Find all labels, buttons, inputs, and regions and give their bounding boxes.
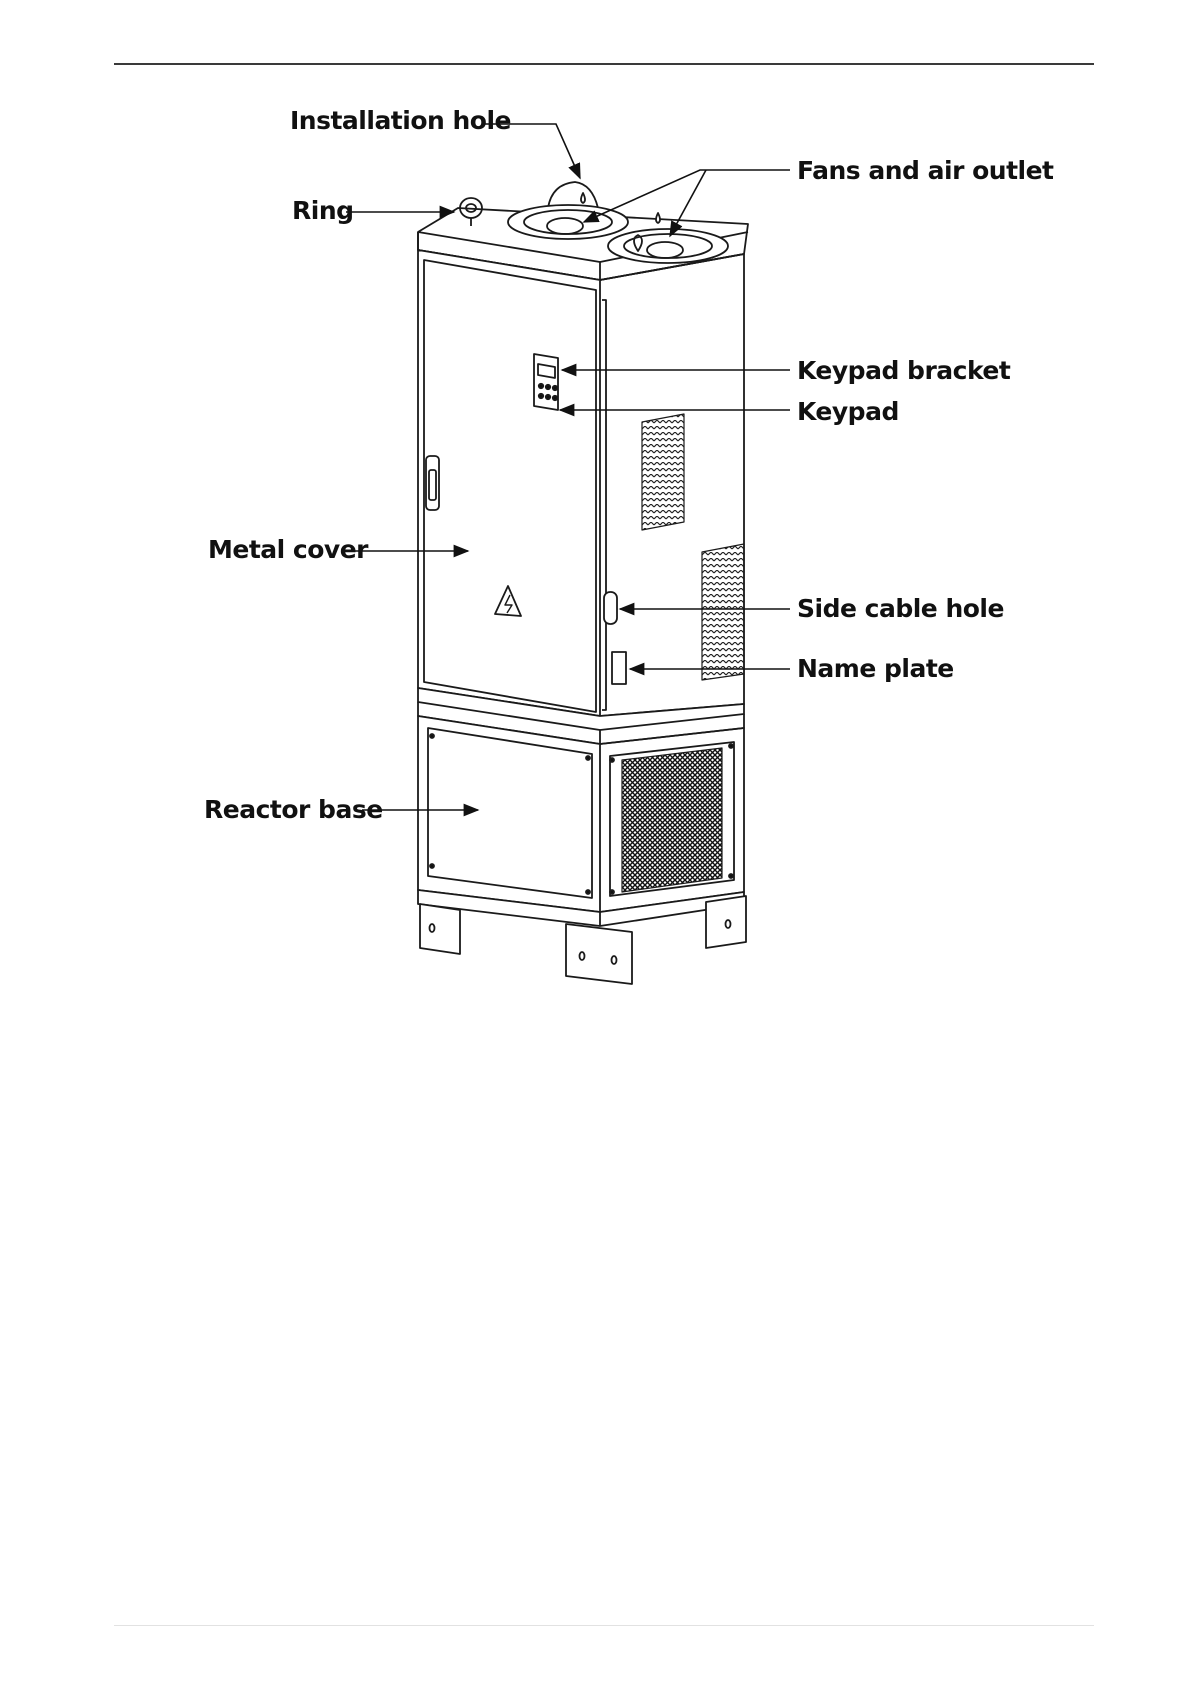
label-ring: Ring: [292, 196, 354, 225]
reactor-base: [418, 716, 744, 912]
side-vent-lower: [702, 544, 744, 680]
main-body: [418, 250, 744, 716]
label-metal-cover: Metal cover: [208, 535, 368, 564]
label-keypad: Keypad: [797, 397, 899, 426]
door-handle: [426, 456, 439, 510]
footer-rule: [114, 1625, 1094, 1626]
keypad-device: [534, 354, 558, 410]
label-installation-hole: Installation hole: [290, 106, 511, 135]
label-fans-air-outlet: Fans and air outlet: [797, 156, 1054, 185]
cabinet-diagram: [0, 0, 1190, 1000]
fan-right: [608, 229, 728, 263]
side-cable-hole: [604, 592, 617, 624]
label-reactor-base: Reactor base: [204, 795, 383, 824]
label-side-cable-hole: Side cable hole: [797, 594, 1004, 623]
label-keypad-bracket: Keypad bracket: [797, 356, 1010, 385]
side-vent-upper: [642, 414, 684, 530]
name-plate: [612, 652, 626, 684]
label-name-plate: Name plate: [797, 654, 954, 683]
